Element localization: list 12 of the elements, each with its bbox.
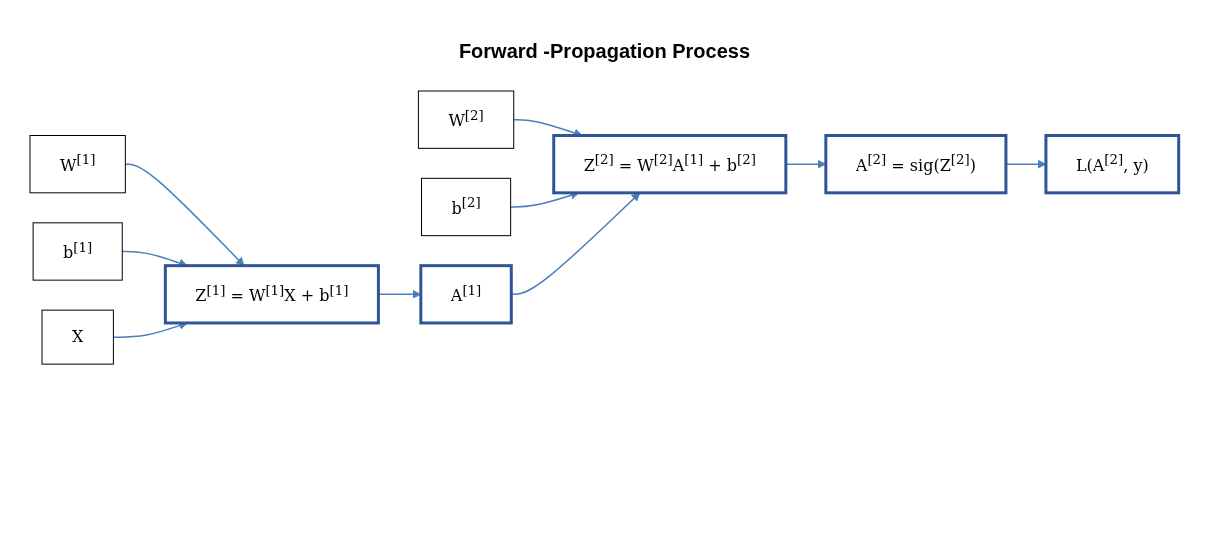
diagram-title: Forward -Propagation Process <box>457 40 752 63</box>
node-box: A$^{[1]}$ <box>419 264 513 325</box>
node-box: W$^{[2]}$ <box>418 90 515 149</box>
node-box: b$^{[2]}$ <box>421 177 512 237</box>
node-box: A$^{[2]}$ = sig(Z$^{[2]}$) <box>824 134 1008 195</box>
node-box: Z$^{[1]}$ = W$^{[1]}$X + b$^{[1]}$ <box>164 264 381 325</box>
arrow <box>510 192 641 296</box>
node-box: X <box>41 309 115 365</box>
node-box: W$^{[1]}$ <box>29 135 126 194</box>
node-box: Z$^{[2]}$ = W$^{[2]}$A$^{[1]}$ + b$^{[2]}$ <box>552 134 788 195</box>
node-box: L(A$^{[2]}$, y) <box>1044 134 1181 195</box>
node-box: b$^{[1]}$ <box>32 222 123 281</box>
